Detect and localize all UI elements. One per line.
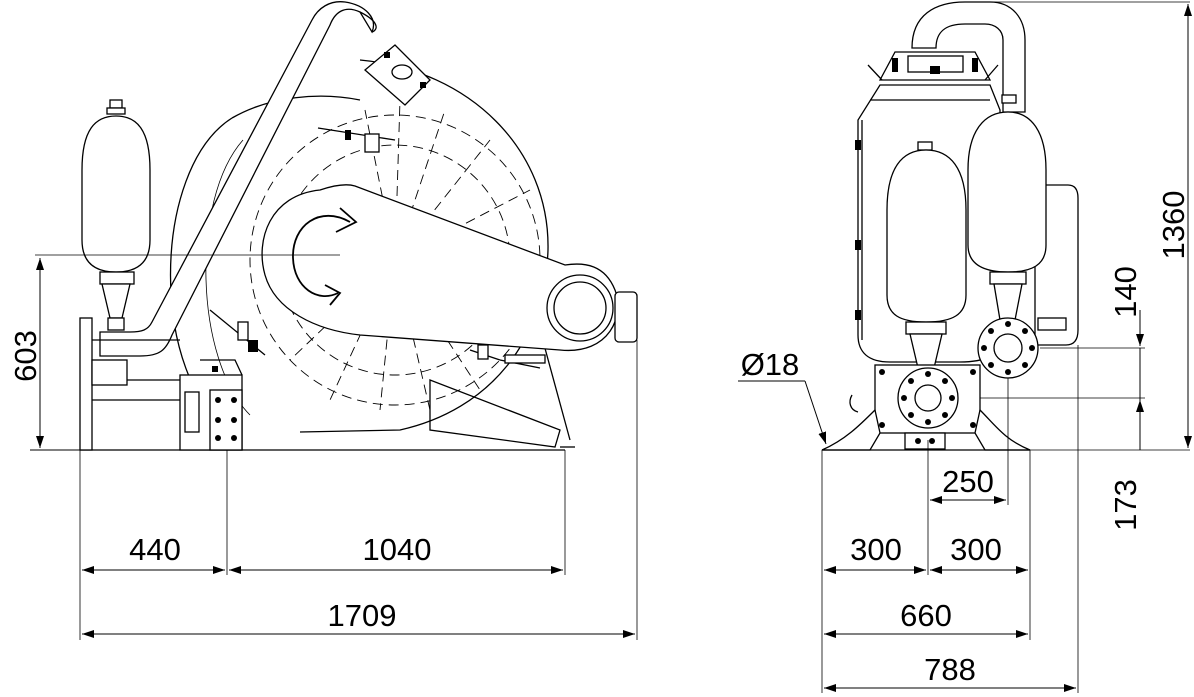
chain-guard: [261, 184, 638, 351]
dim-hole-diameter: Ø18: [741, 347, 800, 382]
front-view: [821, 1, 1079, 451]
dim-left-offset: 440: [129, 532, 181, 567]
accumulator-front: [886, 141, 967, 369]
accumulator-rear: [967, 94, 1047, 321]
top-pipe-loop: [911, 1, 1026, 113]
dim-flange-height: 140: [1108, 266, 1143, 318]
dim-overall-length: 1709: [328, 598, 397, 633]
outlet-flange: [977, 317, 1039, 379]
dim-outlet-offset: 250: [942, 464, 994, 499]
dim-inlet-height: 173: [1108, 479, 1143, 531]
gearbox-block: [179, 359, 243, 451]
dim-half-width-left: 300: [850, 532, 902, 567]
side-dimensions: 603 440 1040 1709: [8, 258, 638, 640]
base-block: [874, 364, 981, 450]
dim-half-width-right: 300: [950, 532, 1002, 567]
accumulator-left: [81, 99, 151, 331]
rotation-arrow-icon: [292, 207, 358, 306]
top-bracket: [363, 44, 431, 106]
dim-width-inner: 660: [900, 598, 952, 633]
dim-left-height: 603: [8, 330, 43, 382]
main-pipe: [99, 1, 377, 357]
dim-total-height: 1360: [1156, 191, 1191, 260]
inlet-flange: [79, 317, 190, 451]
tensioners: [209, 127, 501, 361]
side-view: [35, 1, 638, 451]
dim-width-overall: 788: [924, 652, 976, 687]
top-mount: [867, 51, 999, 81]
base-feet: [821, 394, 1031, 451]
dim-drum-span: 1040: [363, 532, 432, 567]
front-dimensions: Ø18 250 300 300 660 788 1360 140: [738, 1, 1192, 693]
